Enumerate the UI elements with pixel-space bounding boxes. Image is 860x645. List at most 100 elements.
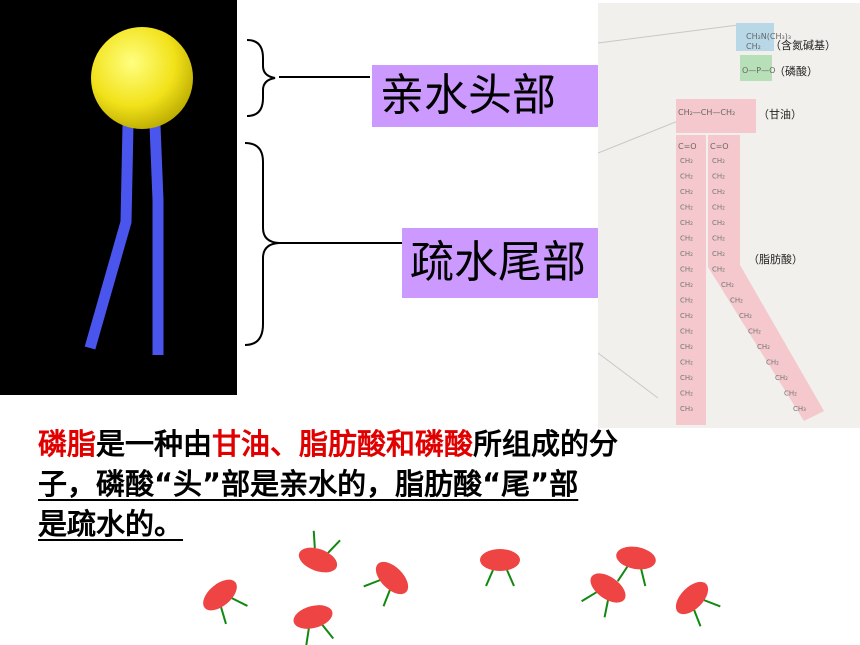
right-chain-unit: CH₂ (712, 266, 725, 274)
molecule-tail (363, 579, 381, 588)
caption: 磷脂是一种由甘油、脂肪酸和磷酸所组成的分子，磷酸“头”部是亲水的，脂肪酸“尾”部… (38, 424, 818, 544)
right-chain-unit: CH₂ (712, 235, 725, 243)
left-chain-unit: CH₂ (680, 281, 693, 289)
molecule-tail (485, 569, 494, 587)
right-chain-unit: CH₂ (712, 157, 725, 165)
phospholipid-molecule (203, 579, 248, 625)
left-chain-unit: CH₂ (680, 250, 693, 258)
left-chain-unit: CH₂ (680, 157, 693, 165)
molecule-tail (603, 600, 609, 618)
phospholipid-molecule (363, 561, 409, 607)
right-chain-unit: CH₂ (712, 188, 725, 196)
right-chain-unit: CH₂ (712, 204, 725, 212)
molecule-head (616, 546, 656, 570)
molecule-tail (305, 628, 310, 645)
molecule-head (675, 581, 709, 615)
phosphate-group: O—P—O (742, 66, 775, 75)
phosphate-label: （磷酸） (774, 64, 818, 78)
right-chain-unit: CH₃ (793, 405, 806, 413)
molecule-tail (640, 568, 647, 587)
phospholipid-molecule (480, 549, 520, 587)
right-chain-unit: CH₂ (721, 281, 734, 289)
left-chain-unit: CH₂ (680, 359, 693, 367)
left-chain-unit: CH₂ (680, 173, 693, 181)
right-chain-unit: CH₂ (739, 312, 752, 320)
caption-part-2: 是一种由 (96, 427, 213, 461)
molecule-tail (327, 539, 341, 554)
left-chain-unit: CH₃ (680, 405, 693, 413)
svg-text:CH₂: CH₂ (746, 42, 761, 51)
head-brace (246, 39, 276, 117)
carbonyl-right: C=O (710, 142, 729, 151)
left-chain-unit: CH₂ (680, 204, 693, 212)
right-chain-unit: CH₂ (712, 219, 725, 227)
right-chain-unit: CH₂ (757, 343, 770, 351)
phospholipid-molecule (298, 530, 341, 573)
left-chain-unit: CH₂ (680, 374, 693, 382)
molecule-head (298, 547, 338, 573)
molecule-tail (312, 530, 316, 549)
right-chain-unit: CH₂ (730, 297, 743, 305)
base-highlight (736, 23, 774, 51)
right-chain-unit: CH₂ (712, 250, 725, 258)
molecule-head (480, 549, 520, 571)
fatty-acid-chains: CH₂ CH₂ CH₂ CH₂ CH₂ CH₂ CH₂ CH₂ CH₂ CH₂ CH₂ CH₂ CH₂ C… (680, 157, 806, 413)
molecule-tail (693, 609, 702, 627)
left-chain-unit: CH₂ (680, 297, 693, 305)
molecule-tail (703, 599, 721, 608)
svg-text:CH₂N(CH₃)₃: CH₂N(CH₃)₃ (746, 32, 791, 41)
left-chain-unit: CH₂ (680, 235, 693, 243)
phosphate-highlight (740, 55, 772, 81)
caption-phospholipid: 磷脂 (38, 427, 97, 461)
tail-left (84, 124, 134, 350)
phospholipid-molecule (675, 581, 721, 627)
tail-right (149, 124, 164, 355)
structural-formula-drawing: CH₂N(CH₃)₃ CH₂ （含氮碱基） O—P—O （磷酸） CH₂—CH—… (598, 23, 836, 425)
fatty-acid-right-highlight (708, 135, 824, 421)
carbonyl-left: C=O (678, 142, 697, 151)
molecule-tail (506, 569, 515, 587)
head-ball (91, 27, 193, 129)
right-chain-unit: CH₂ (748, 328, 761, 336)
molecule-tail (581, 591, 598, 603)
molecule-tail (321, 624, 335, 640)
molecule-tail (382, 589, 391, 607)
caption-line-3: 是疏水的。 (38, 507, 184, 541)
phospholipid-model (0, 0, 237, 395)
hydrophilic-head-label: 亲水头部 (372, 65, 598, 127)
fatty-acid-left-highlight (676, 135, 706, 425)
left-chain-unit: CH₂ (680, 188, 693, 196)
fatty-acid-label: （脂肪酸） (748, 252, 803, 266)
phospholipid-molecule (616, 546, 656, 587)
molecule-head (203, 579, 237, 611)
left-chain-unit: CH₂ (680, 343, 693, 351)
molecule-head (293, 605, 333, 629)
base-label: （含氮碱基） (770, 38, 836, 52)
right-chain-unit: CH₂ (775, 374, 788, 382)
molecule-tail (231, 597, 248, 607)
right-chain-unit: CH₂ (784, 390, 797, 398)
left-chain-unit: CH₂ (680, 219, 693, 227)
brace-connectors (244, 39, 404, 346)
left-chain-unit: CH₂ (680, 390, 693, 398)
glycerol-chain: CH₂—CH—CH₂ (678, 108, 735, 117)
phospholipid-model-drawing (84, 27, 193, 355)
right-chain-unit: CH₂ (712, 173, 725, 181)
hydrophobic-tail-label: 疏水尾部 (402, 228, 632, 298)
molecule-head (375, 561, 409, 595)
molecule-tail (220, 606, 227, 625)
phospholipid-molecule (293, 605, 335, 645)
left-chain-unit: CH₂ (680, 266, 693, 274)
molecule-head (590, 573, 626, 603)
left-chain-unit: CH₂ (680, 328, 693, 336)
left-chain-unit: CH₂ (680, 312, 693, 320)
caption-part-4: 所组成的分 (473, 427, 619, 461)
right-chain-unit: CH₂ (766, 359, 779, 367)
molecule-tail (616, 566, 629, 582)
glycerol-label: （甘油） (758, 107, 802, 121)
structural-formula: CH₂N(CH₃)₃ CH₂ （含氮碱基） O—P—O （磷酸） CH₂—CH—… (598, 3, 860, 428)
caption-components: 甘油、脂肪酸和磷酸 (212, 427, 474, 461)
glycerol-highlight (676, 99, 756, 133)
phospholipid-molecule (581, 573, 626, 618)
